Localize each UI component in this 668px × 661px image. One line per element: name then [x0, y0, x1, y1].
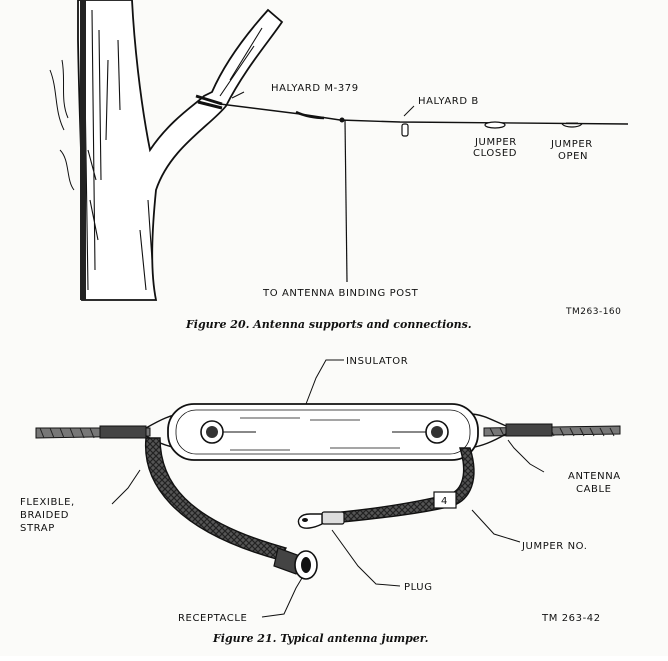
tm-number-fig21: TM 263-42 [541, 613, 601, 624]
antenna-cable [35, 413, 621, 449]
insulator-body [167, 403, 479, 461]
jumper-open-marker [561, 122, 583, 128]
figure-21-antenna-jumper: 4 INSULATOR FLEXIBLE, BRAIDED STRAP ANTE… [20, 356, 621, 645]
label-strap-3: STRAP [20, 523, 55, 534]
label-antenna-cable-2: CABLE [576, 484, 612, 495]
label-jumper-open-1: JUMPER [550, 139, 593, 150]
tree-illustration [49, 0, 284, 301]
label-halyard-b: HALYARD B [418, 96, 479, 107]
label-plug: PLUG [404, 582, 433, 593]
label-strap-1: FLEXIBLE, [20, 497, 75, 508]
receptacle-connector [273, 547, 318, 580]
label-halyard-m379: HALYARD M-379 [271, 83, 359, 94]
figure-20-antenna-supports: HALYARD M-379 HALYARD B JUMPER CLOSED JU… [49, 0, 629, 331]
tm-number-fig20: TM263-160 [565, 307, 621, 317]
label-insulator: INSULATOR [346, 356, 408, 367]
jumper-number-tag [433, 491, 457, 509]
label-jumper-no: JUMPER NO. [521, 541, 588, 552]
halyard-rope [219, 91, 629, 283]
caption-figure-20: Figure 20. Antenna supports and connecti… [185, 318, 472, 331]
braided-strap: 4 [144, 437, 475, 561]
jumper-closed-marker [484, 121, 506, 129]
label-binding-post: TO ANTENNA BINDING POST [262, 288, 419, 299]
cable-wrap-right [505, 423, 553, 437]
lead-in-wire [344, 119, 348, 283]
callout-leaders [111, 359, 545, 618]
label-receptacle: RECEPTACLE [178, 613, 247, 624]
cable-wrap-left [99, 425, 147, 439]
caption-figure-21: Figure 21. Typical antenna jumper. [212, 632, 429, 645]
label-antenna-cable-1: ANTENNA [568, 471, 621, 482]
label-jumper-closed-2: CLOSED [473, 148, 517, 159]
label-jumper-open-2: OPEN [558, 151, 588, 162]
plug-connector [297, 511, 345, 529]
label-strap-2: BRAIDED [20, 510, 69, 521]
hanging-insulator [401, 123, 409, 137]
jumper-tag-number: 4 [441, 496, 448, 507]
label-jumper-closed-1: JUMPER [474, 137, 517, 148]
